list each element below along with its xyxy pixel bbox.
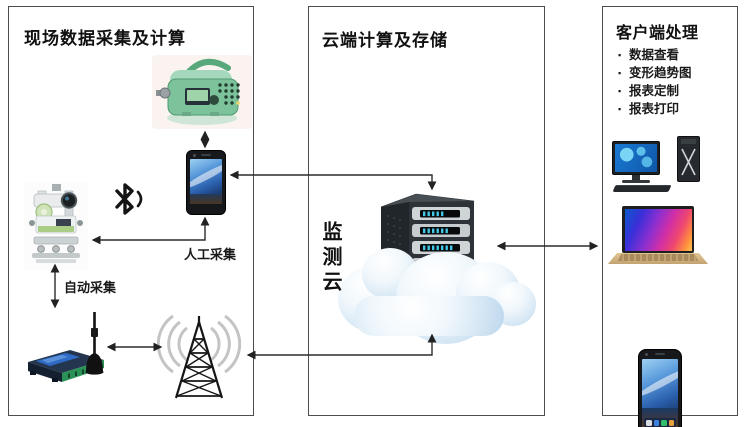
monitor-base [622,180,650,183]
app-icon [653,419,659,426]
pc-tower [677,136,700,182]
total-station-image [24,182,88,270]
phone-screen [190,159,222,204]
client-feature-list: ▪数据查看 ▪变形趋势图 ▪报表定制 ▪报表打印 [618,46,692,118]
bullet-icon: ▪ [618,86,622,96]
feature-item: ▪数据查看 [618,48,680,62]
laptop-image [608,206,708,266]
auto-collection-label: 自动采集 [64,280,117,295]
field-panel-title: 现场数据采集及计算 [24,29,186,48]
monitor-stand [632,175,640,180]
radio-tower-image [156,314,246,406]
keyboard [612,185,672,192]
monitor [612,141,660,175]
bullet-icon: ▪ [618,50,622,60]
modem-antenna-image [82,308,108,378]
phone-app-dock [644,418,676,427]
monitoring-cloud-label: 监测云 [319,221,341,296]
app-icon [661,419,667,426]
phone-speaker [201,154,211,156]
phone-speaker [655,353,665,355]
feature-item: ▪报表打印 [618,102,680,116]
bullet-icon: ▪ [618,68,622,78]
client-panel-title: 客户端处理 [616,25,699,42]
bluetooth-icon [110,183,148,215]
phone-camera-dot [645,353,648,356]
phone-camera-dot [193,154,196,157]
bullet-icon: ▪ [618,104,622,114]
feature-item: ▪报表定制 [618,84,680,98]
monitor-screen [615,144,657,172]
desktop-computer-image [610,136,706,194]
feature-item: ▪变形趋势图 [618,66,692,80]
digital-level-image [152,55,252,129]
manual-collection-label: 人工采集 [184,247,237,262]
cloud-base [354,296,504,336]
laptop-keyboard [618,254,698,261]
field-smartphone-image [186,150,226,215]
digital-level-icon [152,55,252,129]
app-icon [646,419,652,426]
cloud-panel-title: 云端计算及存储 [322,31,448,50]
phone-screen [642,359,678,427]
client-smartphone-image [638,349,682,427]
laptop-screen [622,206,694,253]
app-icon [668,419,674,426]
